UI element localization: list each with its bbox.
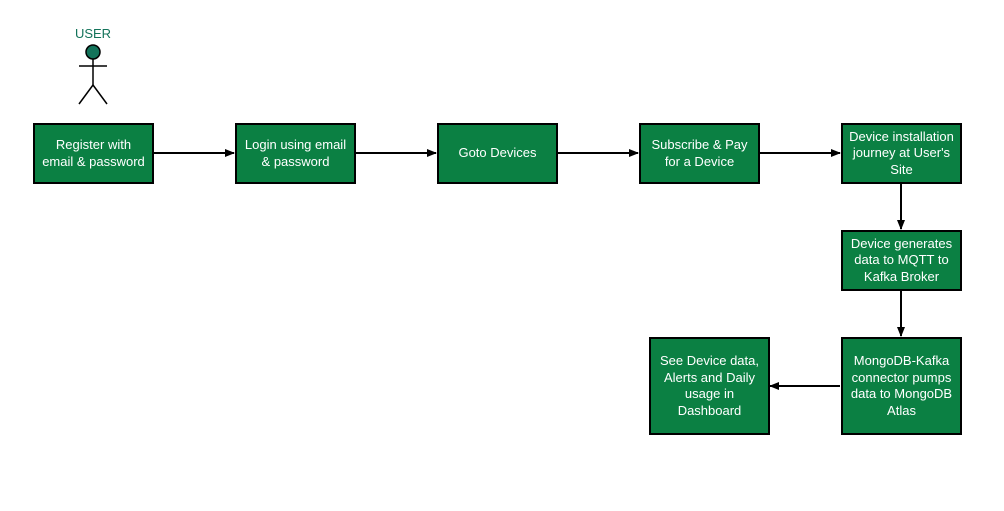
node-dashboard: See Device data, Alerts and Daily usage …	[649, 337, 770, 435]
node-generates: Device generates data to MQTT to Kafka B…	[841, 230, 962, 291]
node-subscribe: Subscribe & Pay for a Device	[639, 123, 760, 184]
node-goto-devices: Goto Devices	[437, 123, 558, 184]
user-actor-icon	[78, 44, 108, 105]
user-actor-label: USER	[74, 26, 112, 41]
user-actor-head	[85, 44, 101, 60]
node-installation: Device installation journey at User's Si…	[841, 123, 962, 184]
node-login: Login using email & password	[235, 123, 356, 184]
node-register: Register with email & password	[33, 123, 154, 184]
node-connector: MongoDB-Kafka connector pumps data to Mo…	[841, 337, 962, 435]
